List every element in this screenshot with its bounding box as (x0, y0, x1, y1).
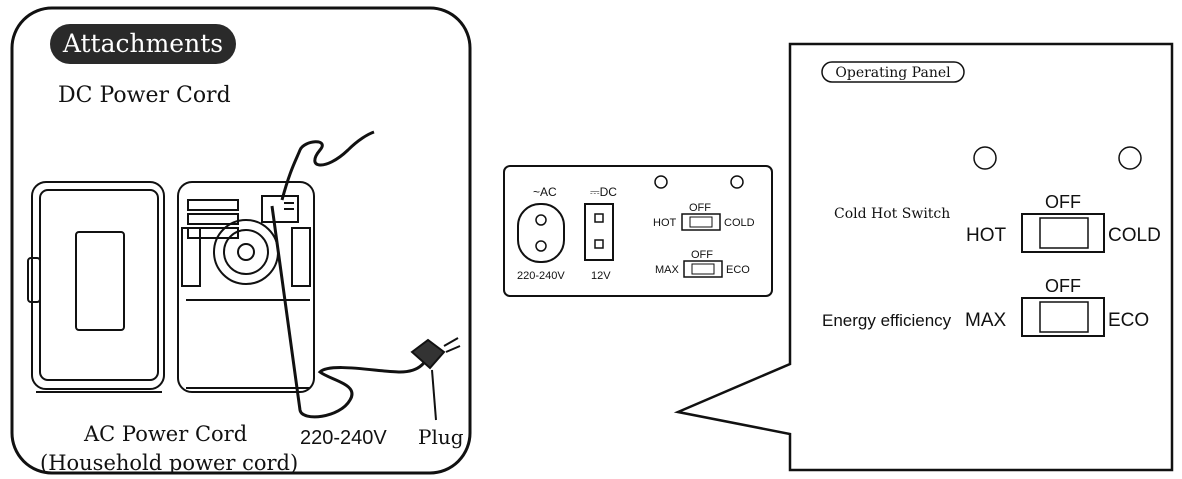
switch1-cold-label: COLD (1108, 225, 1161, 246)
operating-panel-badge (821, 61, 965, 83)
dc-power-cord-label: DC Power Cord (58, 83, 231, 108)
attachments-panel: Attachments DC Power Cord (10, 6, 472, 475)
indicator-light-right (1118, 146, 1142, 170)
dc-power-cord (280, 130, 375, 201)
attachments-frame (10, 6, 472, 475)
voltage-label: 220-240V (300, 427, 387, 449)
ac-socket-label: ~AC (533, 185, 557, 199)
switch2-eco-label: ECO (1108, 310, 1149, 331)
indicator-light-left (973, 146, 997, 170)
small-switch2-top: OFF (691, 249, 713, 261)
ac-socket-icon (517, 203, 565, 263)
plug-icon (410, 337, 461, 421)
attachments-badge (50, 24, 236, 64)
small-switch1-right: COLD (724, 217, 755, 229)
switch1-hot-label: HOT (966, 225, 1007, 246)
plug-label: Plug (418, 425, 464, 449)
attachments-title: Attachments (62, 29, 223, 58)
household-note: (Household power cord) (40, 451, 298, 475)
operating-panel: Operating Panel Cold Hot Switch OFF HOT … (673, 42, 1174, 472)
ac-voltage-label: 220-240V (517, 270, 565, 282)
max-eco-switch (1021, 297, 1105, 337)
small-panel: ~AC ⎓DC 220-240V 12V OFF HOT COLD OFF MA… (503, 165, 773, 297)
small-hot-cold-switch (681, 213, 721, 231)
indicator-light-2 (730, 175, 744, 189)
small-switch1-top: OFF (689, 202, 711, 214)
ac-power-cord-label: AC Power Cord (83, 422, 247, 446)
dc-socket-label: ⎓DC (590, 185, 617, 199)
cold-hot-switch-label: Cold Hot Switch (834, 206, 950, 222)
switch2-max-label: MAX (965, 310, 1007, 331)
dc-voltage-label: 12V (591, 270, 611, 282)
fridge-front (27, 181, 165, 393)
dc-socket-icon (584, 203, 614, 261)
switch2-off-label: OFF (1045, 276, 1081, 296)
fridge-back (177, 181, 315, 393)
indicator-light-1 (654, 175, 668, 189)
small-switch1-left: HOT (653, 217, 677, 229)
small-max-eco-switch (683, 260, 723, 278)
small-switch2-right: ECO (726, 264, 750, 276)
ac-power-cord (270, 205, 428, 419)
energy-efficiency-label: Energy efficiency (822, 311, 952, 330)
hot-cold-switch (1021, 213, 1105, 253)
small-switch2-left: MAX (655, 264, 680, 276)
operating-panel-title: Operating Panel (835, 65, 951, 81)
callout-outline (673, 42, 1174, 472)
switch1-off-label: OFF (1045, 192, 1081, 212)
